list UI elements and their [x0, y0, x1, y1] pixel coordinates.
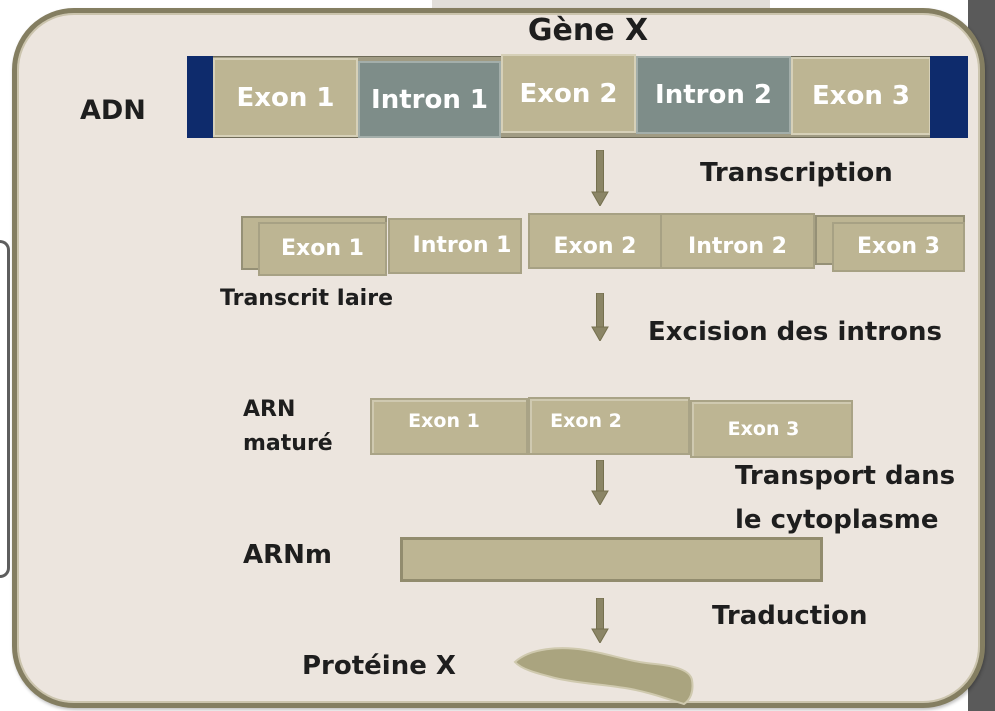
left-partial-frame [0, 240, 10, 578]
protein-shape-icon [513, 647, 694, 706]
down-arrow-icon-translation [591, 598, 609, 643]
step-splicing-label: Excision des introns [648, 317, 942, 347]
mrna-label: ARNm [243, 540, 332, 570]
transcript-intron-1: Intron 1 [388, 218, 522, 274]
arrow-head [591, 191, 609, 206]
step-translation-label: Traduction [712, 601, 868, 631]
primary-transcript-label: Transcrit Iaire [220, 286, 393, 311]
step-transport-label-line-1: Transport dans [735, 461, 956, 491]
dna-end-cap-right [930, 56, 968, 138]
dna-exon-1: Exon 1 [213, 58, 358, 137]
dna-exon-3: Exon 3 [791, 57, 931, 135]
arrow-head [591, 326, 609, 341]
mature-rna-label-line-2: maturé [243, 431, 333, 456]
arrow-shaft [596, 293, 604, 328]
down-arrow-icon-splicing [591, 293, 609, 341]
down-arrow-icon-transport [591, 460, 609, 505]
down-arrow-icon-transcription [591, 150, 609, 206]
dna-intron-2: Intron 2 [636, 56, 791, 134]
mrna-bar [400, 537, 823, 582]
step-transport-label-line-2: le cytoplasme [735, 505, 939, 535]
transcript-intron-2: Intron 2 [660, 213, 815, 269]
dna-intron-1: Intron 1 [358, 61, 501, 138]
mature-exon-3: Exon 3 [690, 400, 853, 458]
transcript-exon-2: Exon 2 [528, 213, 662, 269]
arrow-shaft [596, 460, 604, 492]
protein-label: Protéine X [302, 651, 456, 681]
arrow-head [591, 490, 609, 505]
step-transcription-label: Transcription [700, 158, 893, 188]
mature-rna-label-line-1: ARN [243, 397, 296, 422]
transcript-exon-3: Exon 3 [832, 222, 965, 272]
mature-exon-2: Exon 2 [528, 397, 690, 455]
transcript-exon-1: Exon 1 [258, 222, 387, 276]
dna-exon-2: Exon 2 [501, 54, 636, 133]
arrow-head [591, 628, 609, 643]
protein-blob [513, 647, 694, 706]
dna-label: ADN [80, 95, 146, 126]
arrow-shaft [596, 598, 604, 630]
arrow-shaft [596, 150, 604, 193]
gene-title: Gène X [527, 13, 649, 48]
mature-exon-1: Exon 1 [370, 398, 528, 455]
dna-end-cap-left [187, 56, 213, 138]
